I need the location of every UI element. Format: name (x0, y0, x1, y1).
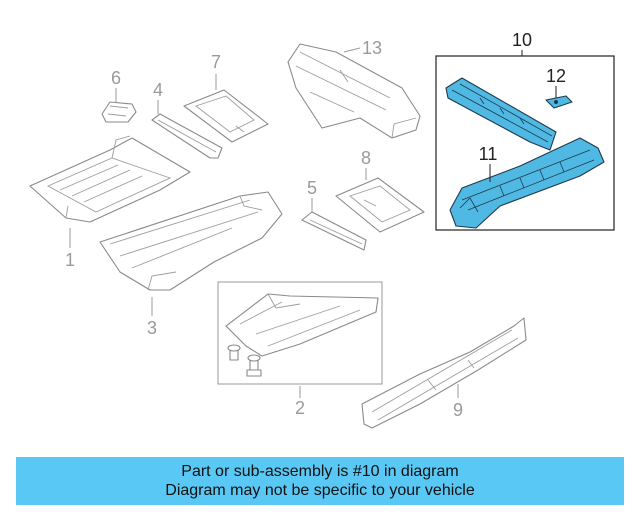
part-2-group-frame (217, 281, 383, 385)
leader-13 (343, 47, 361, 53)
part-13-rear-floor-structure[interactable] (287, 43, 421, 139)
part-3-center-floor-tunnel[interactable] (99, 191, 283, 291)
parts-diagram: 1 3 6 4 7 13 8 (29, 30, 615, 429)
part-7-floor-panel[interactable] (183, 89, 269, 143)
callout-8[interactable]: 8 (361, 148, 371, 168)
callout-13[interactable]: 13 (362, 38, 382, 58)
part-9-side-sill[interactable] (361, 317, 527, 429)
info-banner: Part or sub-assembly is #10 in diagram D… (16, 457, 624, 505)
callout-5[interactable]: 5 (307, 178, 317, 198)
part-8-rear-floor-panel[interactable] (335, 177, 425, 233)
part-6-bracket[interactable] (101, 101, 137, 123)
bolt-icon (227, 344, 241, 361)
callout-12[interactable]: 12 (546, 66, 566, 86)
callout-7[interactable]: 7 (211, 52, 221, 72)
callout-9[interactable]: 9 (453, 400, 463, 420)
part-11-rear-rail[interactable] (449, 137, 605, 229)
banner-line-1: Part or sub-assembly is #10 in diagram (181, 463, 459, 480)
callout-4[interactable]: 4 (153, 80, 163, 100)
bolt-icon (246, 354, 262, 377)
callout-11[interactable]: 11 (479, 144, 498, 164)
banner-line-2: Diagram may not be specific to your vehi… (165, 482, 475, 499)
part-2-floor-assembly-group[interactable] (217, 281, 383, 385)
part-10-upper-rail[interactable] (445, 77, 557, 151)
callout-3[interactable]: 3 (147, 318, 157, 338)
part-12-plate[interactable] (545, 95, 573, 109)
callout-2[interactable]: 2 (295, 398, 305, 418)
part-1-front-floor-pan[interactable] (29, 135, 191, 223)
part-5-rear-cross-member[interactable] (301, 211, 367, 251)
callout-6[interactable]: 6 (111, 68, 121, 88)
part-4-cross-member[interactable] (151, 113, 223, 159)
callout-10[interactable]: 10 (512, 30, 532, 50)
callout-1[interactable]: 1 (65, 250, 75, 270)
part-10-group-frame (435, 55, 615, 231)
